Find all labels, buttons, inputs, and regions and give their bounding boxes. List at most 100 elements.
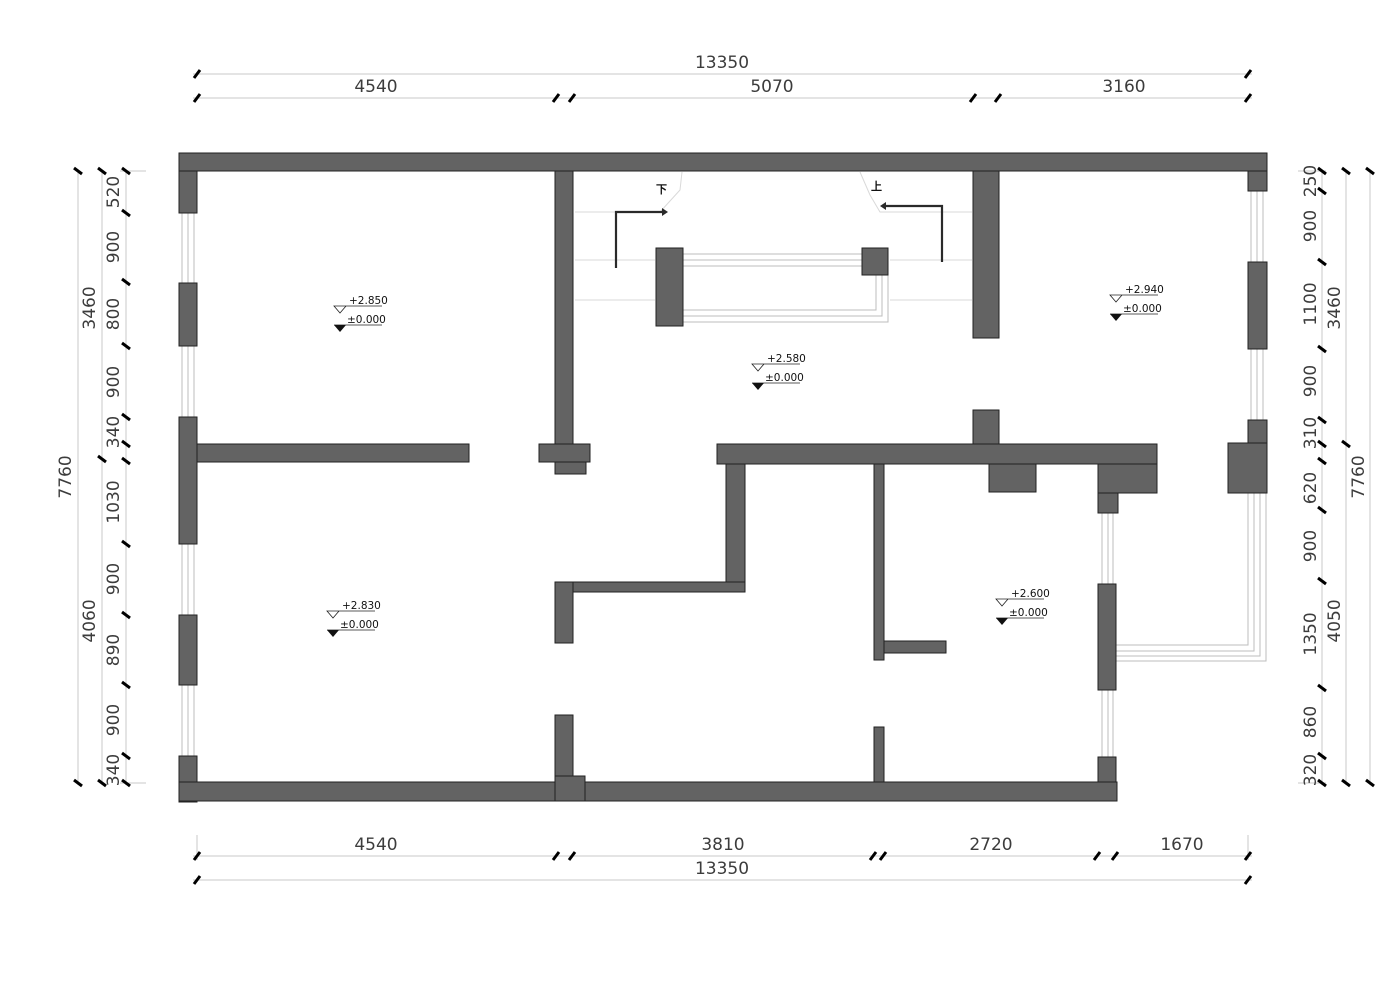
dim-tick	[1317, 576, 1327, 586]
level-bottom: ±0.000	[1123, 303, 1162, 315]
wall-left-3	[178, 416, 198, 545]
bottom-dimensions: 4540 3810 2720 1670 13350	[192, 835, 1253, 885]
wall-corridor-vertical	[725, 463, 746, 593]
dim-bottom-total: 13350	[695, 859, 749, 879]
dim-tick	[1317, 505, 1327, 515]
dim-right-seg: 1350	[1301, 612, 1321, 655]
dim-tick	[1243, 93, 1253, 103]
dim-bottom-3: 2720	[969, 835, 1012, 855]
level-top: +2.830	[342, 600, 381, 612]
dim-top-2: 5070	[750, 77, 793, 97]
wall-stair-landing-right	[861, 247, 889, 276]
wall-mid-right-block	[1097, 463, 1158, 494]
wall-right-3	[1247, 419, 1268, 444]
wall-stair-right	[972, 170, 1000, 339]
wall-mid-column	[972, 409, 1000, 445]
wall-corridor-column	[554, 775, 586, 802]
wall-bath-lower	[873, 726, 885, 783]
stair-down-arrow	[614, 210, 666, 268]
dim-right-seg: 310	[1301, 417, 1321, 449]
dim-tick	[1317, 344, 1327, 354]
dim-top-1: 4540	[354, 77, 397, 97]
dim-tick	[1243, 69, 1253, 79]
dim-right-seg: 900	[1301, 210, 1321, 242]
wall-left-4	[178, 614, 198, 686]
dim-tick	[192, 875, 202, 885]
wall-corridor-stub	[554, 581, 574, 644]
dim-tick	[97, 778, 107, 788]
dim-tick	[1317, 751, 1327, 761]
wall-bedroom-right-3	[1097, 756, 1117, 783]
dim-left-seg: 1030	[104, 480, 124, 523]
dim-tick	[1365, 778, 1375, 788]
dim-left-total: 7760	[56, 455, 76, 498]
wall-corridor-horizontal	[554, 581, 746, 593]
dim-tick	[97, 166, 107, 176]
wall-top	[178, 152, 1268, 172]
level-marker: +2.830 ±0.000	[326, 600, 381, 637]
dim-right-lower: 4050	[1325, 599, 1345, 642]
wall-right-2	[1247, 261, 1268, 350]
dim-left-seg: 900	[104, 366, 124, 398]
dim-tick	[192, 93, 202, 103]
walls	[178, 152, 1268, 803]
wall-stair-landing-left	[655, 247, 684, 327]
dim-left-seg: 900	[104, 704, 124, 736]
wall-right-column	[1227, 442, 1268, 494]
dim-tick	[1341, 778, 1351, 788]
dim-left-seg: 900	[104, 563, 124, 595]
wall-left-1	[178, 170, 198, 214]
stair-handrail	[670, 253, 889, 323]
dim-tick	[121, 610, 131, 620]
window-bedroom-right-2	[1101, 690, 1114, 757]
dim-left-seg: 800	[104, 298, 124, 330]
dim-tick	[73, 778, 83, 788]
dim-tick	[1243, 875, 1253, 885]
left-dimensions: 7760 3460 4060 520 900 800 900 340 1030 …	[56, 166, 146, 788]
wall-bedroom-divider	[196, 443, 470, 463]
dim-right-seg: 860	[1301, 706, 1321, 738]
dim-left-seg: 520	[104, 176, 124, 208]
window-right-1	[1250, 191, 1264, 262]
dim-right-seg: 1100	[1301, 282, 1321, 325]
dim-right-seg: 900	[1301, 530, 1321, 562]
dim-left-seg: 890	[104, 634, 124, 666]
wall-stair-left-base	[538, 443, 591, 463]
right-dimensions: 250 900 1100 900 310 620 900 1350 860 32…	[1298, 165, 1375, 788]
dim-right-total: 7760	[1349, 455, 1369, 498]
dim-tick	[1317, 415, 1327, 425]
dim-top-3: 3160	[1102, 77, 1145, 97]
level-marker: +2.940 ±0.000	[1109, 284, 1164, 321]
dim-tick	[1317, 778, 1327, 788]
dim-bottom-1: 4540	[354, 835, 397, 855]
level-top: +2.600	[1011, 588, 1050, 600]
dim-tick	[1092, 851, 1102, 861]
dim-tick	[121, 456, 131, 466]
dim-tick	[1317, 456, 1327, 466]
wall-mid-box	[988, 463, 1037, 493]
dim-left-seg: 340	[104, 754, 124, 786]
dim-right-seg: 320	[1301, 754, 1321, 786]
level-top: +2.850	[349, 295, 388, 307]
dim-tick	[192, 851, 202, 861]
window-left-4	[181, 685, 195, 756]
wall-bedroom-right-2	[1097, 583, 1117, 691]
dim-tick	[192, 69, 202, 79]
window-left-3	[181, 544, 195, 615]
level-bottom: ±0.000	[765, 372, 804, 384]
wall-corridor-lower	[554, 714, 574, 777]
dim-tick	[1341, 166, 1351, 176]
dim-tick	[1317, 257, 1327, 267]
dim-tick	[551, 93, 561, 103]
dim-tick	[1110, 851, 1120, 861]
dim-left-seg: 340	[104, 416, 124, 448]
dim-tick	[121, 277, 131, 287]
level-bottom: ±0.000	[347, 314, 386, 326]
dim-left-seg: 900	[104, 231, 124, 263]
dim-right-seg: 620	[1301, 472, 1321, 504]
dim-right-seg: 900	[1301, 365, 1321, 397]
dim-tick	[1341, 439, 1351, 449]
wall-stair-left-foot	[554, 461, 587, 475]
stair-up-arrow	[882, 204, 944, 262]
